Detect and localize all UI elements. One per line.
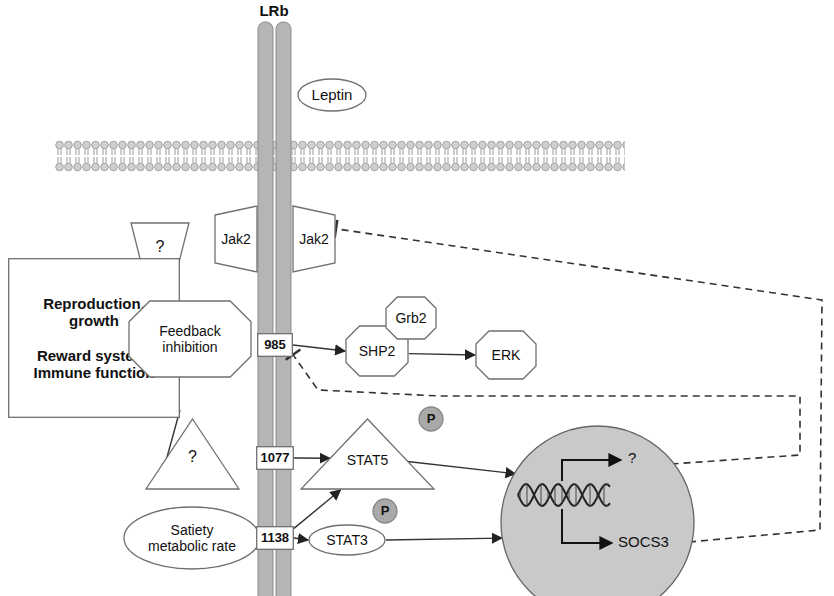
text-holder: Satiety metabolic rate bbox=[123, 506, 261, 570]
node-text: P bbox=[427, 412, 436, 427]
outline bbox=[257, 447, 294, 470]
text-holder bbox=[500, 425, 695, 596]
text-holder: Jak2 bbox=[214, 205, 258, 273]
node-text: Grb2 bbox=[395, 310, 426, 326]
outline bbox=[501, 426, 694, 596]
dna-rung bbox=[597, 492, 598, 497]
text-holder: ERK bbox=[475, 330, 537, 380]
ligand-ellipse: Leptin bbox=[297, 78, 367, 112]
node-text: ? bbox=[188, 448, 197, 466]
node-text: STAT5 bbox=[347, 452, 389, 468]
node-text: 1077 bbox=[261, 451, 290, 466]
stat-ellipse: STAT3 bbox=[308, 524, 386, 556]
dna-rung bbox=[583, 493, 584, 496]
signal-arrow bbox=[294, 538, 308, 540]
gene-arrow bbox=[562, 460, 621, 481]
node-text: STAT3 bbox=[326, 532, 368, 548]
dna-rung bbox=[562, 487, 563, 503]
signal-arrow bbox=[294, 490, 341, 528]
text-holder: P bbox=[418, 406, 444, 432]
outline bbox=[386, 297, 436, 339]
signal-arrow bbox=[409, 354, 475, 355]
dna-rung bbox=[534, 494, 535, 495]
outline bbox=[124, 507, 260, 569]
dna-strand bbox=[518, 484, 610, 506]
node-outline bbox=[500, 425, 695, 596]
text-holder: 1077 bbox=[256, 446, 294, 470]
outline bbox=[146, 419, 239, 489]
node-text: P bbox=[381, 504, 390, 519]
protein-octagon: Grb2 bbox=[385, 296, 437, 340]
dna-rung bbox=[548, 491, 549, 500]
lipid-bilayer bbox=[55, 140, 625, 172]
dna-rung bbox=[541, 484, 542, 506]
dna-rung bbox=[576, 485, 577, 506]
node-text: Leptin bbox=[312, 86, 353, 103]
residue-box: 1077 bbox=[256, 446, 294, 470]
text-holder: Leptin bbox=[297, 78, 367, 112]
node-text: SOCS3 bbox=[618, 533, 669, 550]
stat-triangle: STAT5 bbox=[300, 418, 435, 490]
unknown-triangle: ? bbox=[145, 418, 240, 490]
node-text: ERK bbox=[492, 347, 521, 363]
receptor-chain bbox=[258, 22, 273, 596]
outline bbox=[301, 419, 434, 489]
kinase-shape: Jak2 bbox=[214, 205, 258, 273]
text-holder: ? bbox=[145, 418, 240, 490]
outline bbox=[309, 525, 385, 555]
dna-rung bbox=[527, 484, 528, 506]
outline bbox=[215, 206, 257, 272]
node-text: ? bbox=[628, 449, 636, 466]
text-holder: 985 bbox=[257, 333, 293, 357]
text-holder: STAT5 bbox=[300, 418, 435, 490]
signal-arrow bbox=[386, 538, 502, 540]
text-holder: STAT3 bbox=[308, 524, 386, 556]
dna-rung bbox=[590, 484, 591, 506]
outline bbox=[129, 301, 251, 377]
node-text: SHP2 bbox=[359, 343, 396, 359]
residue-box: 985 bbox=[257, 333, 293, 357]
residue-box: 1138 bbox=[256, 526, 294, 550]
outline bbox=[257, 527, 294, 550]
text-holder: Feedback inhibition bbox=[128, 300, 252, 378]
feedback-octagon: Feedback inhibition bbox=[128, 300, 252, 378]
phospho-circle: P bbox=[418, 406, 444, 432]
receptor-chain bbox=[276, 22, 291, 596]
function-ellipse: Satiety metabolic rate bbox=[123, 506, 261, 570]
text-holder: Jak2 bbox=[292, 205, 336, 273]
dna-rung bbox=[520, 491, 521, 499]
text-holder: 1138 bbox=[256, 526, 294, 550]
outline bbox=[293, 206, 335, 272]
node-text: ? bbox=[156, 238, 165, 256]
text-holder: P bbox=[372, 498, 398, 524]
outline bbox=[258, 334, 293, 357]
receptor-name: LRb bbox=[244, 2, 304, 19]
signal-arrow bbox=[293, 345, 345, 351]
dna-rung bbox=[569, 489, 570, 501]
outline bbox=[419, 407, 443, 431]
node-text: Jak2 bbox=[221, 231, 251, 247]
protein-octagon: ERK bbox=[475, 330, 537, 380]
node-text: Satiety metabolic rate bbox=[142, 522, 242, 554]
node-text: 1138 bbox=[261, 531, 289, 546]
signal-arrow bbox=[294, 457, 330, 459]
kinase-shape: Jak2 bbox=[292, 205, 336, 273]
node-text: Jak2 bbox=[299, 231, 329, 247]
outline bbox=[373, 499, 397, 523]
phospho-circle: P bbox=[372, 498, 398, 524]
nucleus-circle: ? SOCS3 bbox=[500, 425, 695, 596]
node-text: Feedback inhibition bbox=[142, 323, 238, 355]
outline bbox=[298, 79, 366, 111]
node-text: 985 bbox=[264, 338, 286, 353]
gene-arrow bbox=[562, 509, 612, 543]
dna-rung bbox=[604, 485, 605, 505]
dna-rung bbox=[555, 486, 556, 504]
signal-arrow bbox=[405, 461, 515, 474]
outline bbox=[476, 331, 536, 379]
dna-strand bbox=[518, 484, 610, 506]
text-holder: Grb2 bbox=[385, 296, 437, 340]
